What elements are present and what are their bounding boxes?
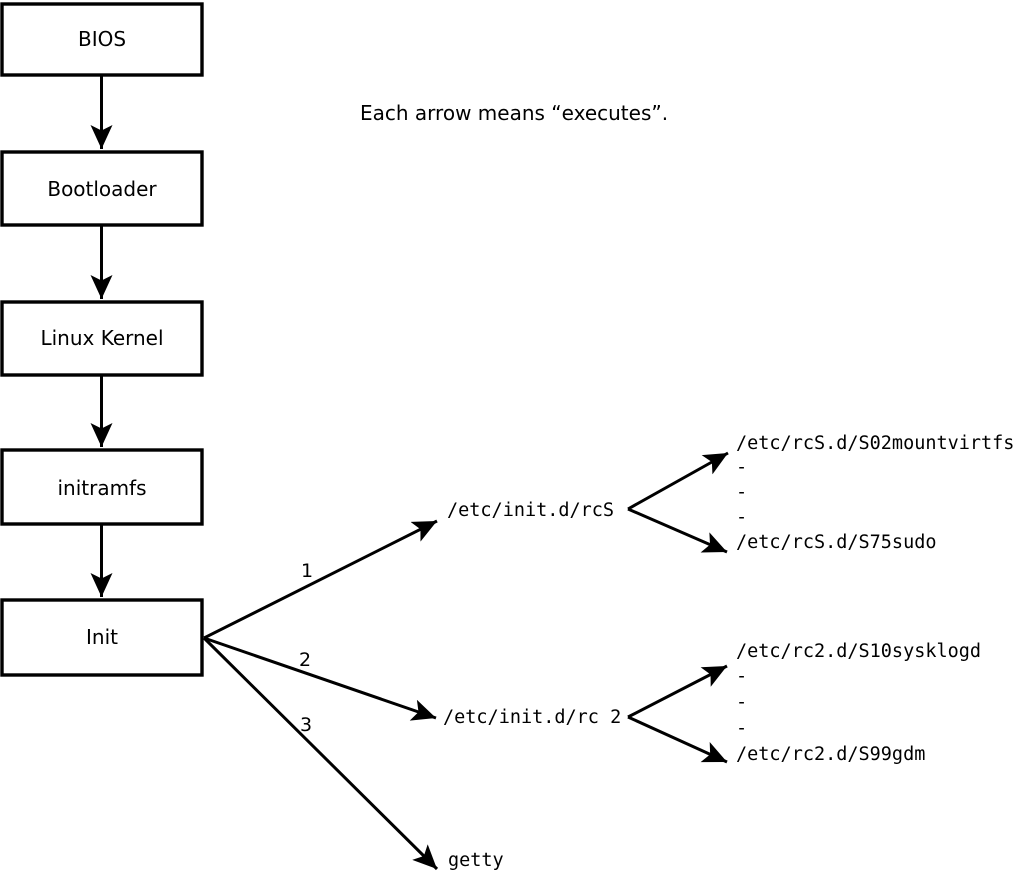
arrow-label-3: 3: [300, 714, 312, 736]
target-getty-label: getty: [448, 850, 504, 871]
rcS-script-list: /etc/rcS.d/S02mountvirtfs - - - /etc/rcS…: [736, 433, 1014, 553]
rc2-script-last: /etc/rc2.d/S99gdm: [736, 744, 925, 765]
box-linux-kernel-label: Linux Kernel: [40, 326, 163, 350]
rcS-script-first: /etc/rcS.d/S02mountvirtfs: [736, 433, 1014, 454]
rcS-script-last: /etc/rcS.d/S75sudo: [736, 532, 936, 553]
arrow-rc2-to-last-script: [627, 715, 728, 764]
box-init: [0, 598, 204, 677]
rcS-ellipsis-dash: -: [736, 482, 747, 503]
rc2-ellipsis-dash: -: [736, 718, 747, 739]
target-rcS-label: /etc/init.d/rcS: [447, 500, 614, 521]
rc2-script-first: /etc/rc2.d/S10sysklogd: [736, 641, 981, 662]
rc2-script-list: /etc/rc2.d/S10sysklogd - - - /etc/rc2.d/…: [736, 641, 981, 765]
rcS-ellipsis-dash: -: [736, 457, 747, 478]
rcS-branch-arrows: [627, 451, 729, 554]
rc2-branch-arrows: [627, 664, 728, 764]
arrow-label-2: 2: [299, 649, 311, 671]
note-executes: Each arrow means “executes”.: [360, 101, 668, 125]
rc2-ellipsis-dash: -: [736, 692, 747, 713]
box-init-label: Init: [86, 625, 118, 649]
box-bootloader: [0, 150, 204, 227]
init-fan-arrows: 1 2 3: [202, 519, 439, 871]
chain-boxes: BIOS Bootloader Linux Kernel initramfs I…: [0, 2, 204, 677]
arrow-init-to-getty: [202, 636, 439, 871]
box-bios-label: BIOS: [78, 27, 126, 51]
rcS-ellipsis-dash: -: [736, 507, 747, 528]
box-linux-kernel: [0, 300, 204, 377]
rc2-ellipsis-dash: -: [736, 666, 747, 687]
arrow-init-to-rc2: [203, 636, 437, 721]
arrow-init-to-rcS: [203, 519, 438, 640]
arrow-rcS-to-last-script: [627, 507, 728, 554]
box-initramfs-label: initramfs: [57, 476, 146, 500]
arrow-label-1: 1: [301, 560, 313, 582]
target-rc2-label: /etc/init.d/rc 2: [443, 707, 621, 728]
arrow-rc2-to-first-script: [627, 664, 728, 719]
arrow-rcS-to-first-script: [627, 451, 729, 511]
box-bios: [0, 2, 204, 77]
box-bootloader-label: Bootloader: [47, 177, 157, 201]
